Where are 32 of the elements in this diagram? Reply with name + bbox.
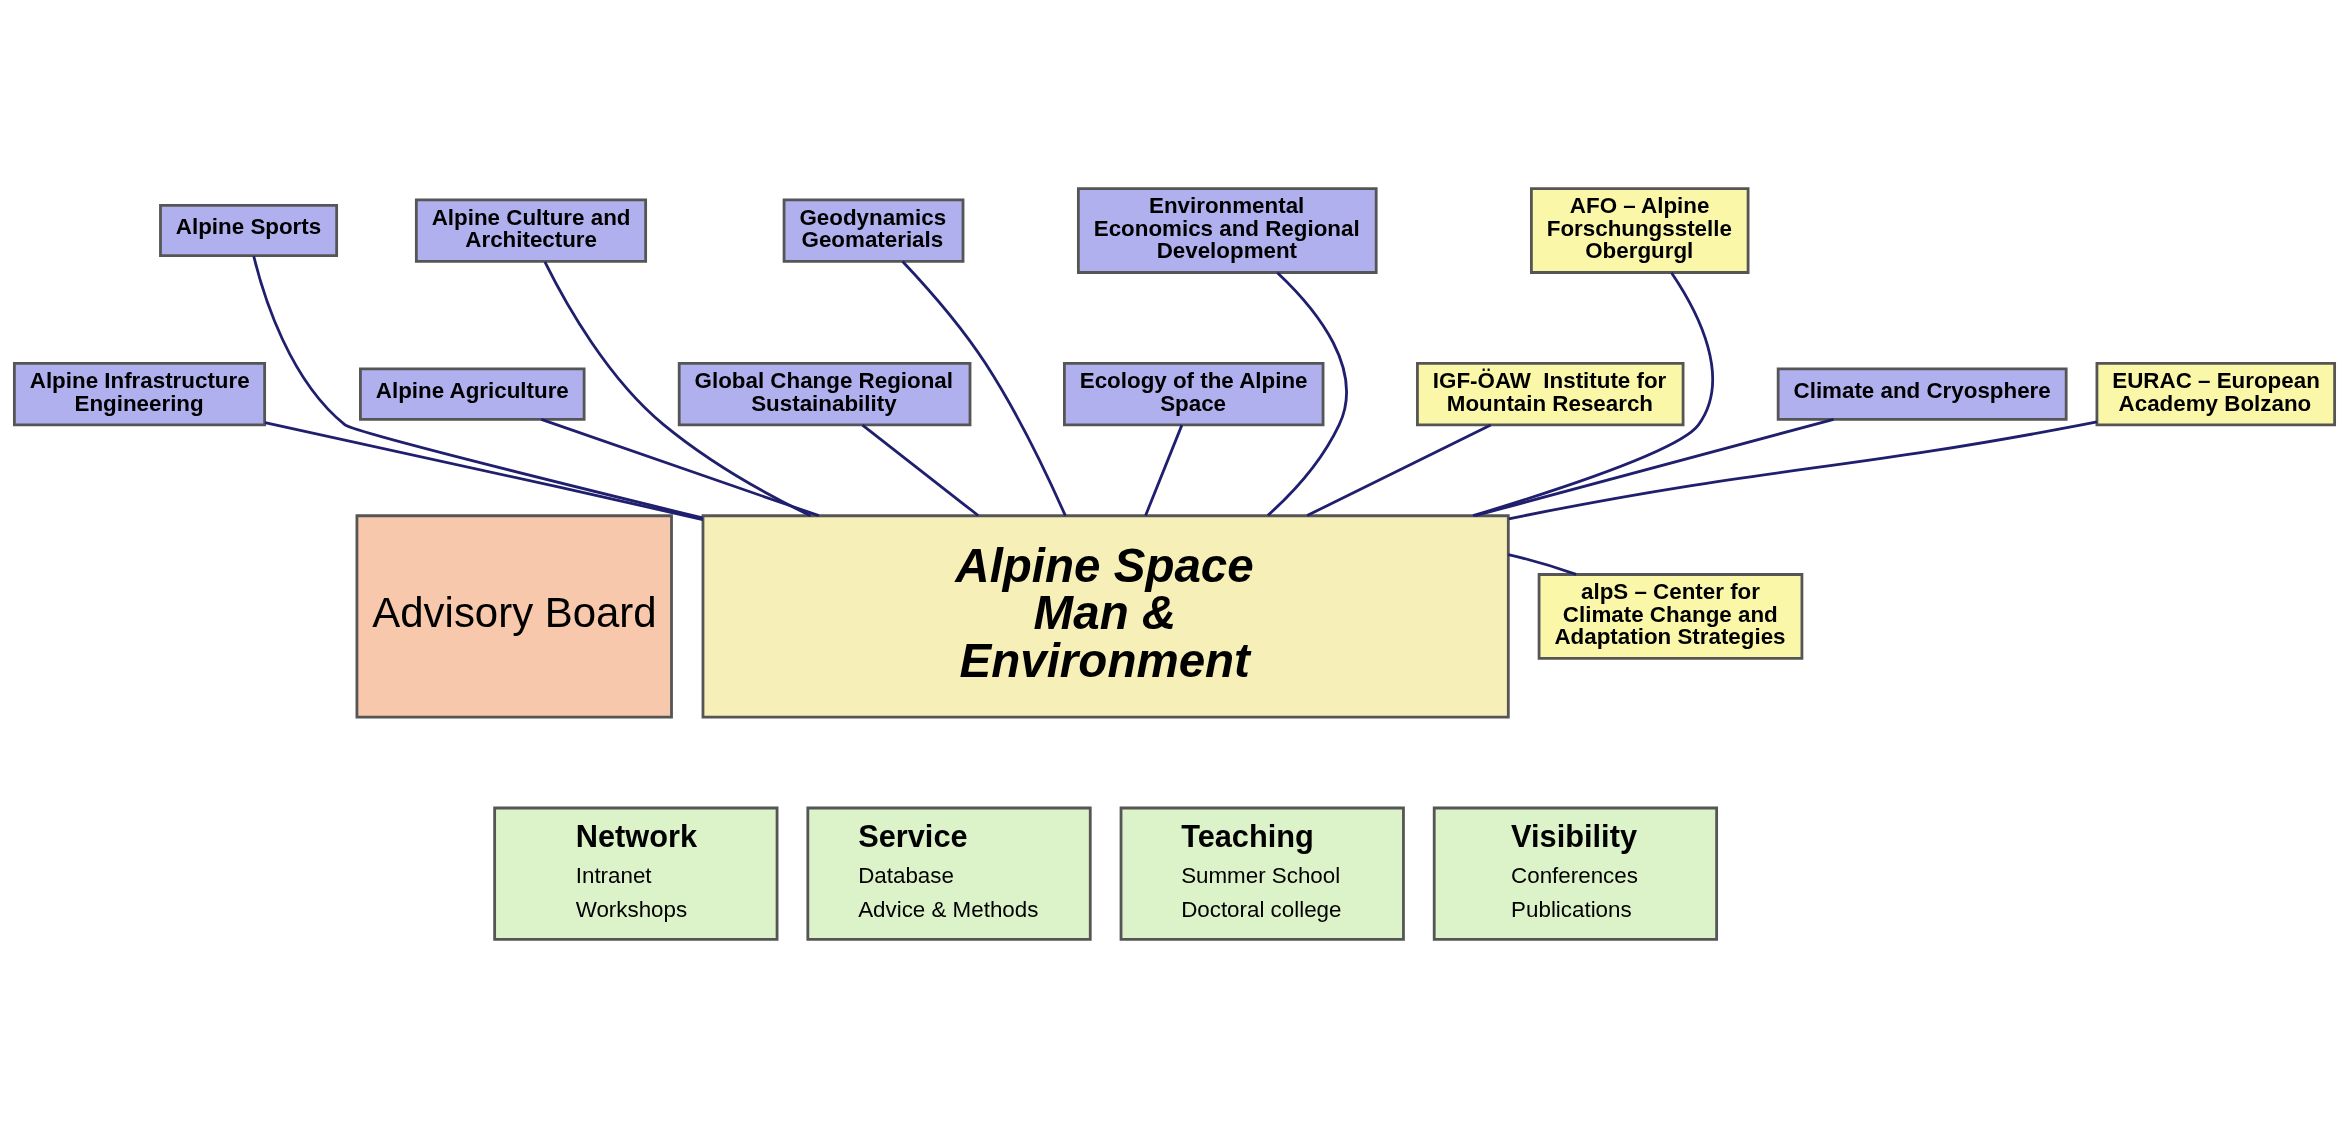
node-box: Alpine Sports: [159, 203, 339, 257]
connector: [543, 260, 812, 517]
connector: [252, 255, 703, 519]
node-box: Alpine Culture and Architecture: [414, 197, 648, 263]
node-box: Alpine Space Man & Environment: [701, 513, 1510, 718]
node-box: Advisory Board: [355, 513, 673, 718]
node-box: Teaching Summer School Doctoral college: [1119, 806, 1405, 941]
connector: [1306, 423, 1492, 517]
connector: [901, 260, 1067, 516]
node-box: AFO – Alpine Forschungsstelle Obergurgl: [1530, 186, 1750, 274]
connector: [1508, 552, 1577, 576]
node-box: Environmental Economics and Regional Development: [1077, 186, 1378, 274]
connector: [861, 423, 980, 517]
connector: [1474, 417, 1834, 517]
node-box: Climate and Cryosphere: [1776, 367, 2068, 421]
node-box: Service Database Advice & Methods: [806, 806, 1092, 941]
node-box: Network Intranet Workshops: [493, 806, 779, 941]
connector: [540, 417, 820, 517]
node-box: EURAC – European Academy Bolzano: [2095, 361, 2337, 426]
node-box: Alpine Agriculture: [359, 367, 586, 421]
node-box: Global Change Regional Sustainability: [677, 361, 972, 426]
connector: [1266, 271, 1348, 516]
connector: [1508, 420, 2098, 520]
connector: [1472, 271, 1714, 517]
node-box: Geodynamics Geomaterials: [782, 197, 965, 263]
node-box: Visibility Conferences Publications: [1432, 806, 1719, 941]
node-box: alpS – Center for Climate Change and Adaptation Strategies: [1537, 572, 1804, 660]
node-box: Alpine Infrastructure Engineering: [12, 361, 267, 426]
connector: [1144, 424, 1184, 516]
node-box: IGF-ÖAW Institute for Mountain Research: [1416, 361, 1685, 426]
node-box: Ecology of the Alpine Space: [1063, 361, 1325, 426]
connector: [264, 420, 704, 521]
